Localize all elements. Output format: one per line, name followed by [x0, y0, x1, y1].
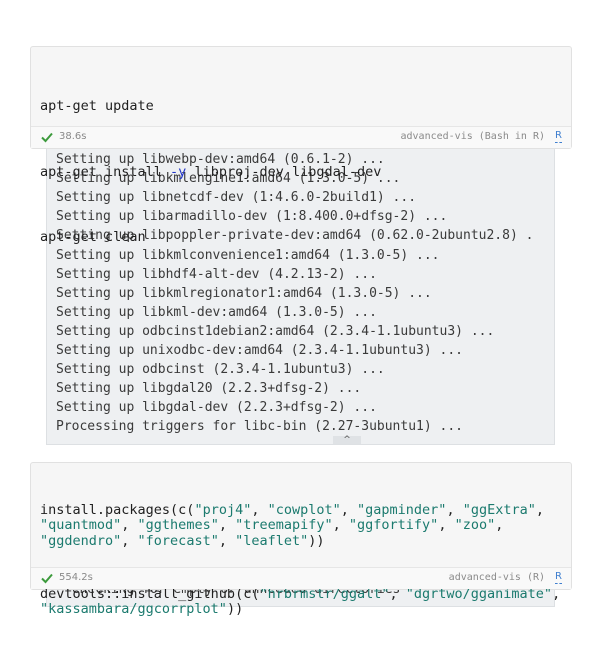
code-text: , [218, 533, 236, 550]
execution-time: 554.2s [59, 572, 93, 583]
kernel-name: advanced-vis (Bash in R) [400, 131, 546, 142]
output-line: Setting up libwebp-dev:amd64 (0.6.1-2) .… [56, 152, 385, 168]
code-text: , [495, 517, 512, 534]
output-line: Setting up libkmlengine1:amd64 (1.3.0-5)… [56, 171, 401, 187]
string-literal: "hrbrmstr/ggalt" [259, 585, 390, 602]
output-line: Setting up libpoppler-private-dev:amd64 … [56, 228, 534, 244]
code-text: , [446, 501, 463, 518]
code-cell-1[interactable]: apt-get update apt-get install -y libpro… [30, 46, 572, 245]
string-literal: "ggthemes" [137, 517, 219, 534]
code-text: apt-get install [40, 163, 171, 180]
code-text: , [251, 501, 268, 518]
string-literal: "ggdendro" [40, 533, 122, 550]
code-flag: -y [170, 163, 187, 180]
string-literal: "forecast" [137, 533, 219, 550]
output-line: Setting up libgdal-dev (2.2.3+dfsg-2) ..… [56, 400, 377, 416]
code-cell-2[interactable]: install.packages(c("proj4", "cowplot", "… [30, 462, 572, 617]
string-literal: "dgrtwo/gganimate" [405, 585, 553, 602]
output-line: Processing triggers for libc-bin (2.27-3… [56, 419, 463, 435]
code-line: apt-get update [40, 98, 154, 115]
code-text: , [121, 517, 138, 534]
string-literal: "ggfortify" [348, 517, 439, 534]
output-line: Setting up unixodbc-dev:amd64 (2.3.4-1.1… [56, 343, 463, 359]
output-line: Setting up libnetcdf-dev (1:4.6.0-2build… [56, 190, 417, 206]
code-text: , [438, 517, 455, 534]
code-text: , [340, 501, 358, 518]
string-literal: "treemapify" [235, 517, 333, 534]
language-link[interactable]: R [555, 130, 562, 143]
output-line: Setting up libkmlregionator1:amd64 (1.3.… [56, 285, 432, 301]
cell2-status-bar: 554.2s advanced-vis (R) R [31, 567, 571, 589]
string-literal: "proj4" [194, 501, 252, 518]
execution-time: 38.6s [59, 131, 87, 142]
string-literal: "cowplot" [267, 501, 341, 518]
string-literal: "gapminder" [357, 501, 447, 518]
output-line: Setting up libkml-dev:amd64 (1.3.0-5) ..… [56, 304, 377, 320]
cell2-output-lines: * checking for empty or unneeded directo… [56, 586, 400, 599]
code-text: devtools::install_github(c( [40, 585, 260, 602]
code-text: )) [226, 601, 244, 618]
output-line: Setting up odbcinst (2.3.4-1.1ubuntu3) .… [56, 362, 385, 378]
code-line: install.packages(c("proj4", "cowplot", "… [40, 501, 563, 550]
code-text: , [389, 585, 406, 602]
code-text: )) [308, 533, 325, 550]
code-line: devtools::install_github(c("hrbrmstr/gga… [40, 585, 563, 619]
check-icon [41, 132, 53, 143]
code-text: , [552, 585, 569, 602]
string-literal: "ggExtra" [462, 501, 536, 518]
output-line: Setting up libarmadillo-dev (1:8.400.0+d… [56, 209, 448, 225]
output-line: Setting up libgdal20 (2.2.3+dfsg-2) ... [56, 381, 362, 397]
code-text: , [218, 517, 236, 534]
output-line: Setting up libhdf4-alt-dev (4.2.13-2) ..… [56, 266, 377, 282]
string-literal: "leaflet" [235, 533, 309, 550]
output-line: Setting up odbcinst1debian2:amd64 (2.3.4… [56, 323, 495, 339]
code-text: , [121, 533, 138, 550]
code-text: , [332, 517, 349, 534]
output-line: * checking for empty or unneeded directo… [56, 586, 401, 597]
string-literal: "quantmod" [40, 517, 122, 534]
language-link[interactable]: R [555, 571, 562, 584]
cell1-code[interactable]: apt-get update apt-get install -y libpro… [31, 47, 571, 296]
code-text: , [535, 501, 553, 518]
output-line: Setting up libkmlconvenience1:amd64 (1.3… [56, 247, 440, 263]
collapse-output-button[interactable]: ^ [333, 436, 361, 444]
cell2-code[interactable]: install.packages(c("proj4", "cowplot", "… [31, 463, 571, 659]
cell1-status-bar: 38.6s advanced-vis (Bash in R) R [31, 126, 571, 148]
string-literal: "zoo" [454, 517, 496, 534]
code-line: apt-get clean [40, 228, 146, 245]
code-text: install.packages(c( [40, 501, 195, 518]
string-literal: "kassambara/ggcorrplot" [40, 601, 227, 618]
code-text: libproj-dev libgdal-dev [186, 163, 382, 180]
kernel-name: advanced-vis (R) [448, 572, 545, 583]
code-line: apt-get install -y libproj-dev libgdal-d… [40, 162, 563, 184]
check-icon [41, 573, 53, 584]
